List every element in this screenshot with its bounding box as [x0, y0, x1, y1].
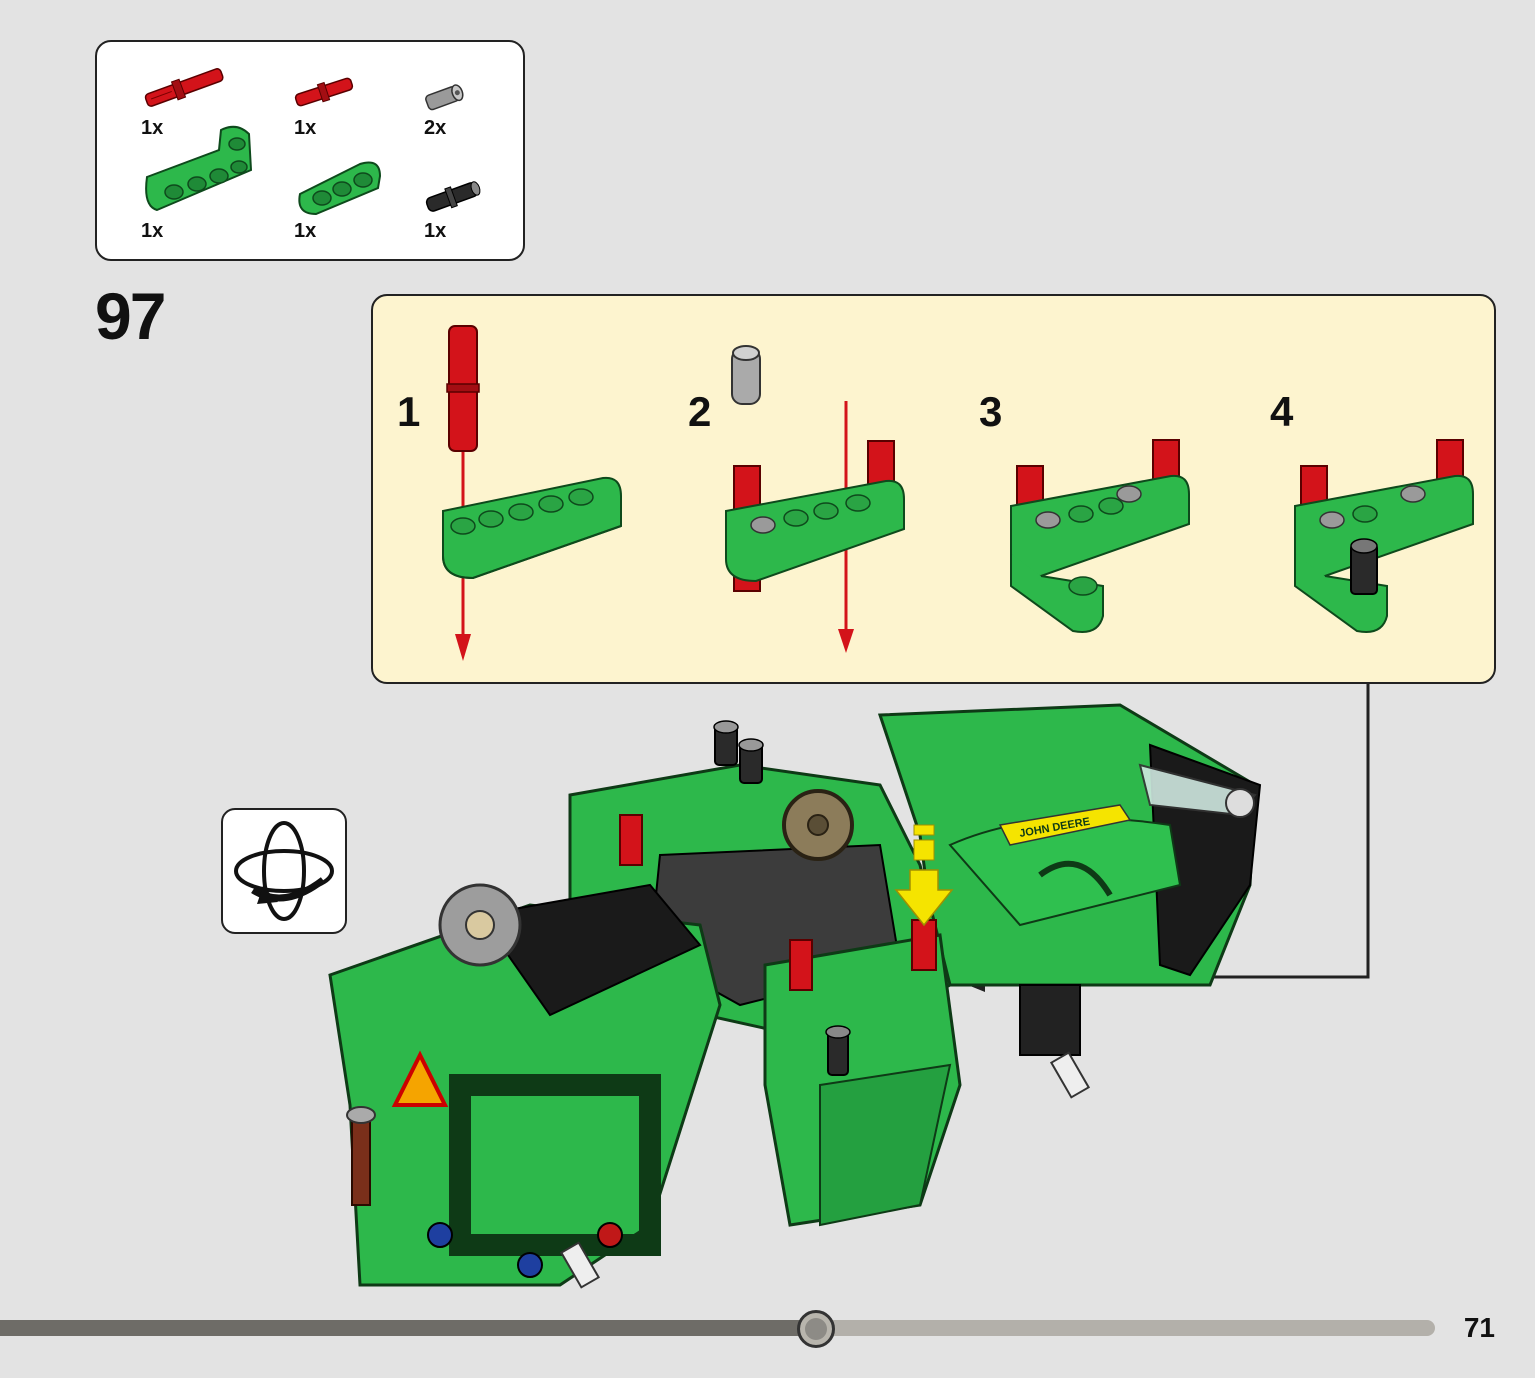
part-quantity: 1x	[294, 220, 317, 242]
part-quantity: 1x	[141, 220, 164, 242]
substep-1-illustration	[442, 325, 622, 661]
substep-label: 2	[688, 388, 712, 435]
substep-label: 4	[1270, 388, 1294, 435]
part-quantity: 1x	[141, 117, 164, 139]
parts-list-box: 1x 1x 2x 1x 1x	[95, 40, 525, 261]
tractor-model-illustration: JOHN DEERE	[328, 703, 1262, 1289]
green-beam-3-icon	[298, 161, 382, 216]
part-quantity: 2x	[424, 117, 447, 139]
rotate-model-icon	[221, 808, 347, 934]
gray-bush-pin-icon	[425, 84, 464, 111]
substep-3-illustration	[1010, 439, 1190, 633]
substep-2-illustration	[725, 345, 905, 653]
page-number: 71	[1463, 1312, 1495, 1343]
substep-label: 3	[979, 388, 1003, 435]
part-quantity: 1x	[294, 117, 317, 139]
part-quantity: 1x	[424, 220, 447, 242]
black-pin-icon	[425, 181, 481, 212]
red-axle-pin-long-icon	[144, 68, 224, 107]
instruction-progress-bar	[0, 1310, 1435, 1348]
red-axle-pin-short-icon	[294, 77, 354, 107]
green-l-beam-icon	[145, 125, 253, 212]
substep-label: 1	[397, 388, 421, 435]
substep-4-illustration	[1294, 439, 1474, 633]
step-number: 97	[95, 279, 166, 353]
progress-knob	[797, 1310, 835, 1348]
subassembly-callout: 1 2 3	[371, 294, 1496, 684]
progress-fill	[0, 1320, 815, 1336]
